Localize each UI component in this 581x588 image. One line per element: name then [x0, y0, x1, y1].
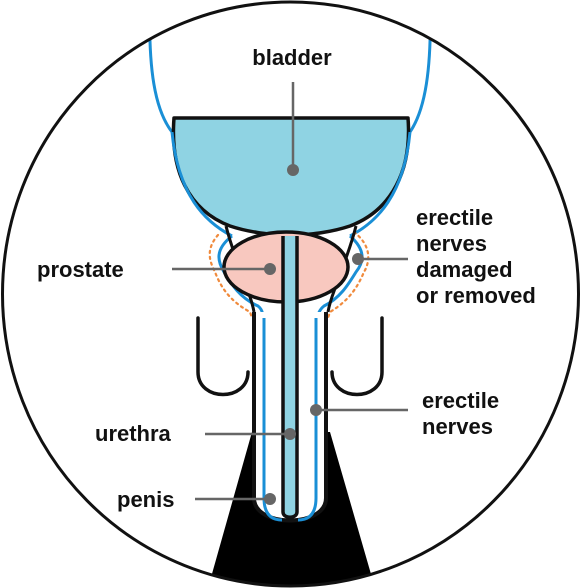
label-nerves-line-1: erectile	[422, 388, 499, 413]
pointer-dot-penis	[264, 493, 276, 505]
pointer-dot-nerves	[310, 404, 322, 416]
label-damaged-line-4: or removed	[416, 283, 536, 308]
label-penis: penis	[117, 487, 174, 512]
label-damaged-line-3: damaged	[416, 257, 513, 282]
pointer-dot-urethra	[284, 428, 296, 440]
label-damaged-line-1: erectile	[416, 205, 493, 230]
label-urethra: urethra	[95, 421, 172, 446]
pointer-dot-prostate	[264, 263, 276, 275]
outer-blue-line-right	[410, 0, 430, 132]
label-nerves-line-2: nerves	[422, 414, 493, 439]
label-erectile-nerves-damaged: erectile nerves damaged or removed	[416, 205, 536, 308]
label-bladder: bladder	[252, 45, 332, 70]
label-damaged-line-2: nerves	[416, 231, 487, 256]
outer-blue-line-left	[150, 0, 172, 132]
pointer-dot-bladder	[287, 164, 299, 176]
u-shape-right	[332, 318, 382, 395]
label-prostate: prostate	[37, 257, 124, 282]
label-erectile-nerves: erectile nerves	[422, 388, 505, 439]
u-shape-left	[198, 318, 248, 395]
pointer-dot-damaged	[352, 253, 364, 265]
urethra-tube	[283, 236, 297, 517]
